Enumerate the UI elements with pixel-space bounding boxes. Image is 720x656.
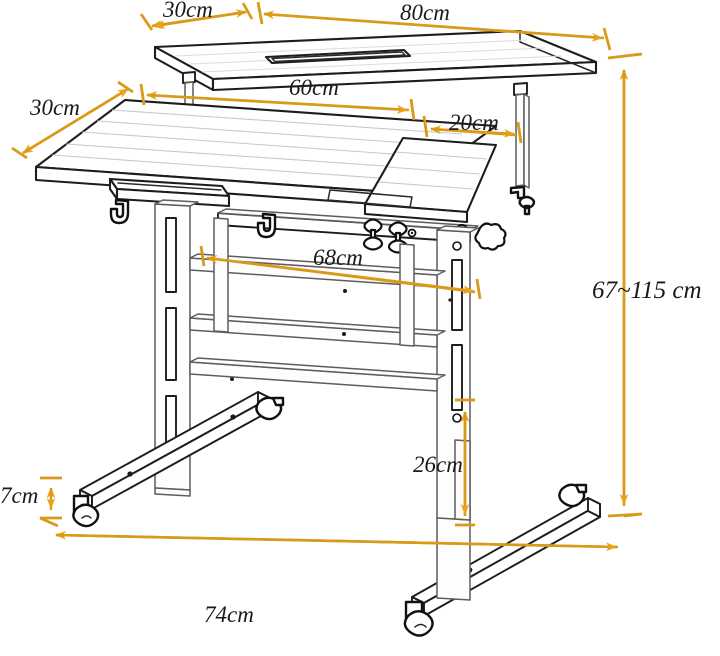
main-desktop xyxy=(34,98,498,208)
label-frame-width: 68cm xyxy=(313,245,363,270)
label-top-shelf-width: 80cm xyxy=(400,0,450,25)
dim-frame-width xyxy=(199,245,482,300)
dim-desktop-depth xyxy=(11,80,134,160)
knob-1 xyxy=(362,218,384,251)
label-desktop-depth: 30cm xyxy=(29,95,80,120)
caster-rear-right xyxy=(558,483,588,508)
label-height-range: 67~115 cm xyxy=(592,277,702,304)
dim-top-shelf-depth xyxy=(139,2,254,31)
dim-inner-width xyxy=(139,83,416,121)
dim-foot-height xyxy=(40,476,62,520)
caster-rear-left xyxy=(403,600,434,637)
dim-top-shelf-width xyxy=(256,1,612,51)
dim-base-width xyxy=(39,512,643,552)
desktop-grain xyxy=(51,109,463,181)
dim-right-offset xyxy=(422,115,523,144)
label-lower-bar-height: 26cm xyxy=(413,452,463,477)
label-foot-height: 7cm xyxy=(0,483,38,508)
column-to-front-base xyxy=(154,487,191,497)
outer-frame xyxy=(189,217,446,392)
label-inner-width: 60cm xyxy=(289,75,339,100)
label-right-offset: 20cm xyxy=(449,110,499,135)
tilt-panel-grain xyxy=(378,151,488,190)
label-top-shelf-depth: 30cm xyxy=(162,0,213,22)
dim-lower-bar-height xyxy=(455,398,475,527)
cable-slot xyxy=(264,48,412,65)
label-base-width: 74cm xyxy=(204,602,254,627)
caster-front-right xyxy=(255,396,285,421)
top-shelf xyxy=(153,29,598,92)
tilt-panel xyxy=(327,136,498,224)
caster-front-left xyxy=(72,494,100,528)
stopper-bar xyxy=(108,177,231,208)
knob-3 xyxy=(474,222,507,251)
